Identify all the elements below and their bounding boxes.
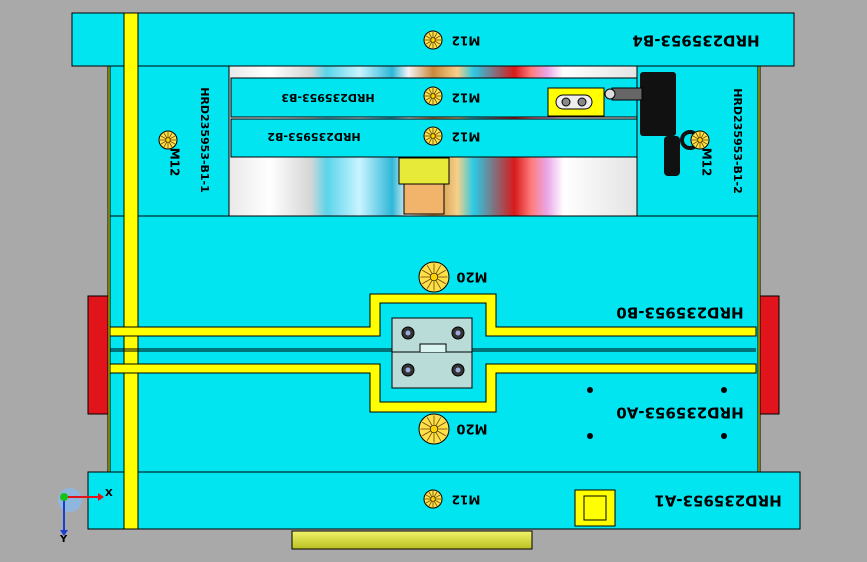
plate-a1 <box>87 471 801 530</box>
label-a1: HRD235953-A1 <box>654 492 781 510</box>
switch-bracket <box>547 87 605 117</box>
a1-boss <box>574 489 616 527</box>
label-b2: HRD235953-B2 <box>267 130 360 143</box>
bolt-head-icon <box>690 130 710 150</box>
bolt-label-a0: M20 <box>456 421 487 436</box>
label-b1-2: HRD235953-B1-2 <box>731 88 744 194</box>
axis-y-label: Y <box>59 534 68 545</box>
axis-x-label: X <box>105 488 113 499</box>
center-bushing <box>398 157 450 185</box>
limit-switch <box>604 72 700 176</box>
bolt-head-icon <box>423 489 443 509</box>
bolt-head-icon <box>423 86 443 106</box>
bolt-head-icon <box>423 126 443 146</box>
label-b3: HRD235953-B3 <box>281 91 374 104</box>
center-pin <box>403 183 445 215</box>
parting-channel-lower <box>109 363 757 413</box>
label-b1-1: HRD235953-B1-1 <box>198 87 211 193</box>
bolt-label-b0: M20 <box>456 269 487 284</box>
bolt-head-icon <box>158 130 178 150</box>
bolt-head-icon <box>418 261 450 293</box>
bolt-label-b3: M12 <box>452 91 481 105</box>
left-red-block <box>87 295 111 415</box>
bolt-label-b4: M12 <box>452 34 481 48</box>
parting-channel-upper <box>109 293 757 337</box>
bolt-label-b2: M12 <box>452 130 481 144</box>
bolt-label-b1-left: M12 <box>168 148 182 177</box>
base-block <box>291 530 533 550</box>
a0-holes <box>587 387 727 439</box>
axis-triad: X Y <box>58 488 113 545</box>
bolt-head-icon <box>423 30 443 50</box>
left-guide-pillar <box>123 12 139 530</box>
bolt-head-icon <box>418 413 450 445</box>
insert-screws <box>401 326 465 377</box>
label-b0: HRD235953-B0 <box>616 304 743 322</box>
label-a0: HRD235953-A0 <box>616 404 743 422</box>
label-b4: HRD235953-B4 <box>632 32 759 50</box>
bolt-label-a1: M12 <box>452 493 481 507</box>
bolt-heads <box>158 30 710 509</box>
bolt-label-b1-right: M12 <box>700 148 714 177</box>
